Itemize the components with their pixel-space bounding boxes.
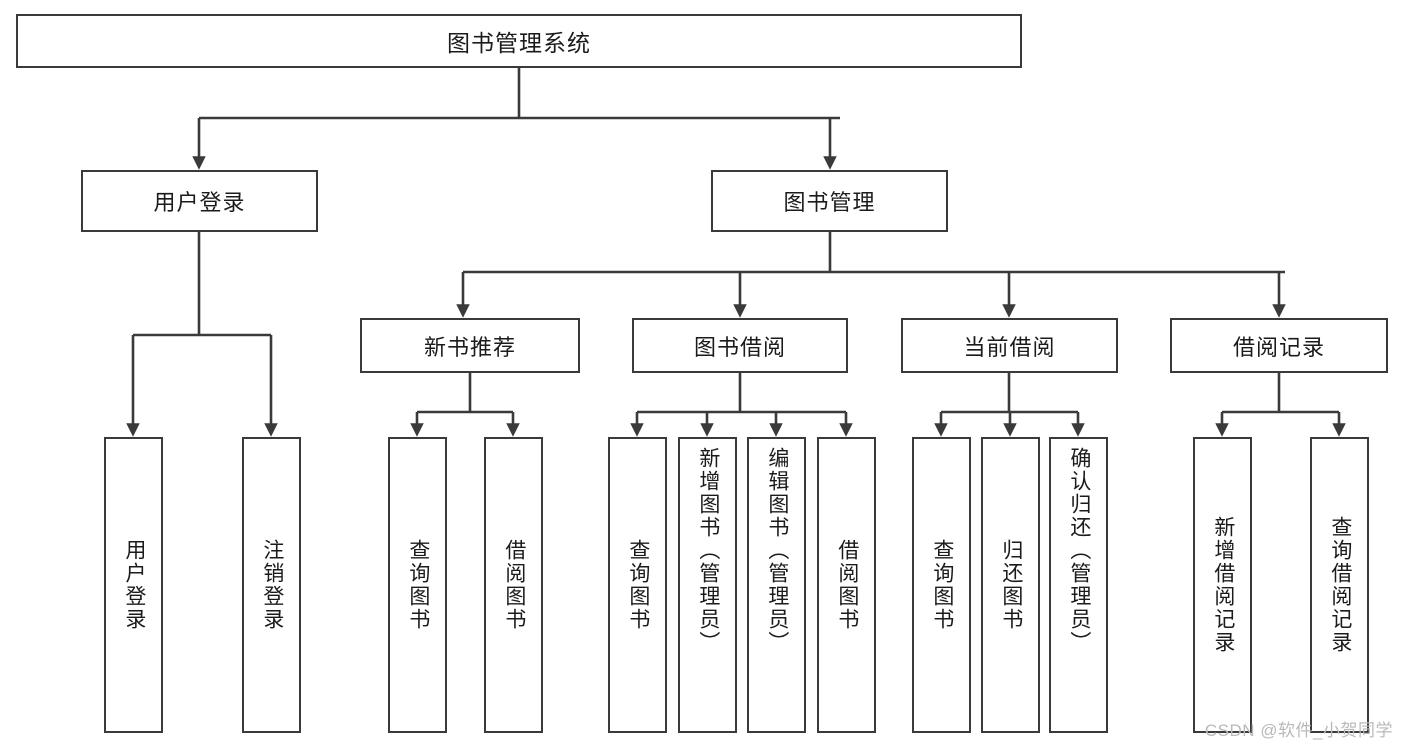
node-current-borrow[interactable]: 当前借阅 (901, 318, 1118, 373)
leaf-book-borrow-borrow-book[interactable]: 借阅图书 (817, 437, 876, 733)
csdn-watermark: CSDN @软件_小贺同学 (1204, 721, 1393, 740)
leaf-user-login-logout[interactable]: 注销登录 (242, 437, 301, 733)
node-label: 编辑图书（管理员） (765, 447, 789, 654)
leaf-borrow-record-query-record[interactable]: 查询借阅记录 (1310, 437, 1369, 733)
node-root-book-management-system[interactable]: 图书管理系统 (16, 14, 1022, 68)
node-label: 借阅图书 (835, 539, 859, 631)
leaf-user-login-login[interactable]: 用户登录 (104, 437, 163, 733)
leaf-borrow-record-add-record[interactable]: 新增借阅记录 (1193, 437, 1252, 733)
leaf-current-borrow-query-book[interactable]: 查询图书 (912, 437, 971, 733)
node-user-login[interactable]: 用户登录 (81, 170, 318, 232)
leaf-book-borrow-query-book[interactable]: 查询图书 (608, 437, 667, 733)
node-label: 归还图书 (999, 539, 1023, 631)
node-label: 用户登录 (153, 190, 246, 215)
node-label: 查询图书 (626, 539, 650, 631)
node-label: 新增图书（管理员） (696, 447, 720, 654)
node-label: 图书管理 (783, 190, 876, 215)
node-label: 图书管理系统 (447, 30, 591, 56)
node-borrow-record[interactable]: 借阅记录 (1170, 318, 1388, 373)
node-label: 图书借阅 (693, 334, 786, 360)
node-label: 新增借阅记录 (1211, 516, 1235, 654)
node-label: 借阅记录 (1232, 334, 1325, 360)
node-book-management[interactable]: 图书管理 (711, 170, 948, 232)
node-label: 用户登录 (122, 539, 146, 631)
leaf-book-borrow-edit-book-admin[interactable]: 编辑图书（管理员） (747, 437, 806, 733)
leaf-current-borrow-return-book[interactable]: 归还图书 (981, 437, 1040, 733)
node-label: 查询图书 (406, 539, 430, 631)
leaf-new-book-query-book[interactable]: 查询图书 (388, 437, 447, 733)
node-label: 注销登录 (260, 539, 284, 631)
node-label: 查询借阅记录 (1328, 516, 1352, 654)
node-label: 查询图书 (930, 539, 954, 631)
node-book-borrow[interactable]: 图书借阅 (632, 318, 848, 373)
node-label: 当前借阅 (963, 334, 1056, 360)
leaf-current-borrow-confirm-return-admin[interactable]: 确认归还（管理员） (1049, 437, 1108, 733)
node-label: 借阅图书 (502, 539, 526, 631)
node-label: 确认归还（管理员） (1067, 447, 1091, 654)
node-label: 新书推荐 (423, 334, 516, 360)
leaf-new-book-borrow-book[interactable]: 借阅图书 (484, 437, 543, 733)
leaf-book-borrow-add-book-admin[interactable]: 新增图书（管理员） (678, 437, 737, 733)
node-new-book-recommend[interactable]: 新书推荐 (360, 318, 580, 373)
